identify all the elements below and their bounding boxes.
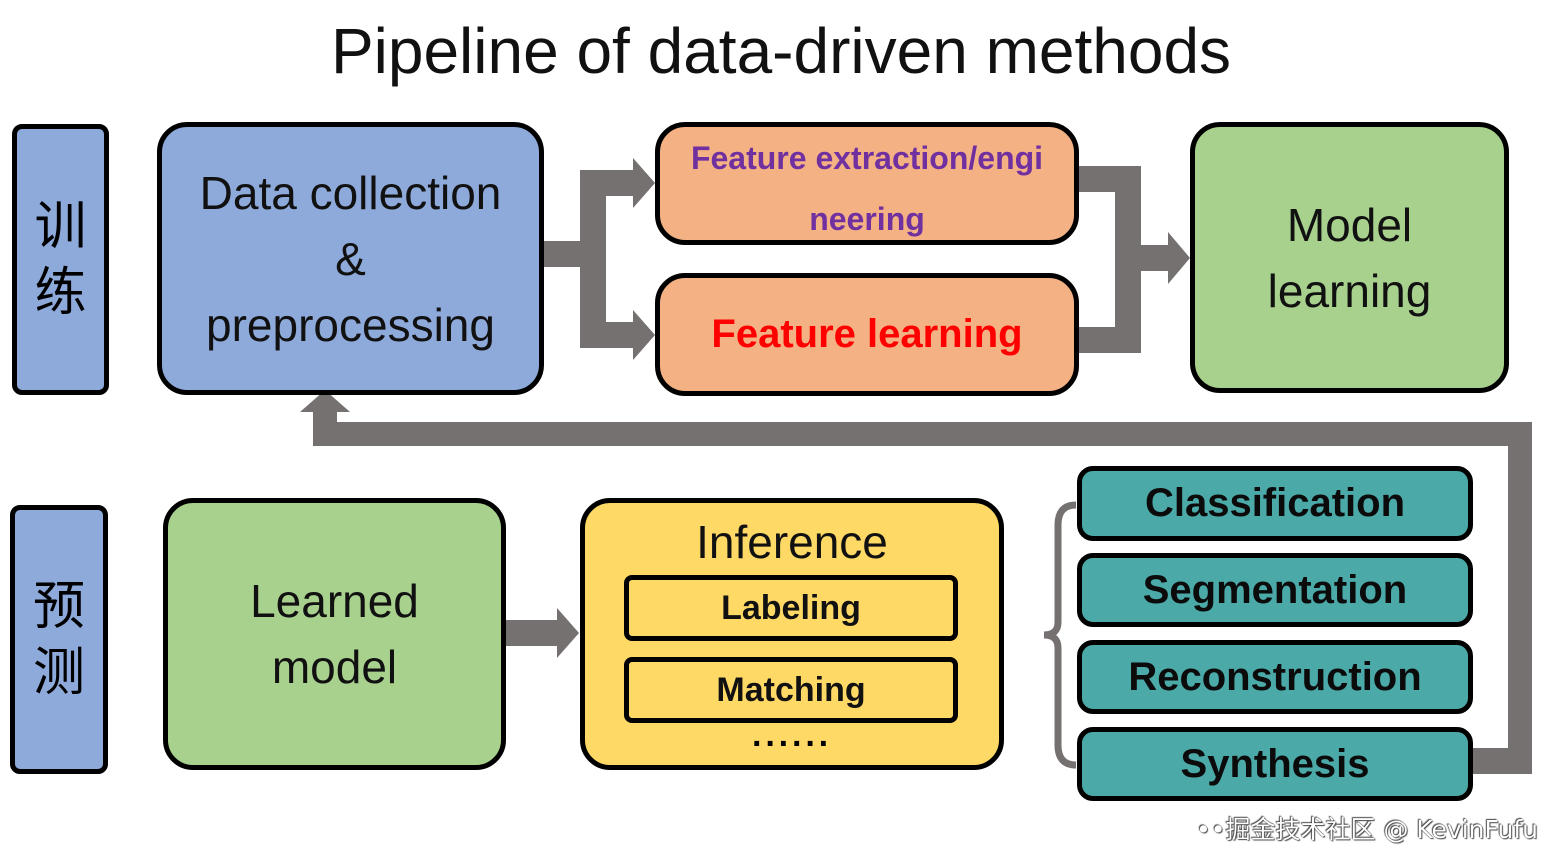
matching-box: Matching	[624, 657, 958, 723]
learned-model-label: Learned model	[250, 575, 419, 693]
task-label: Classification	[1144, 481, 1406, 525]
feature-extraction-box: Feature extraction/engineering	[655, 122, 1079, 245]
task-synthesis: Synthesis	[1077, 727, 1473, 801]
arrowhead-to-feature-extraction	[633, 158, 655, 208]
arrow-shaft-bottom	[580, 322, 635, 348]
feature-extraction-label: Feature extraction/engineering	[690, 139, 1044, 237]
page-title: Pipeline of data-driven methods	[330, 15, 1232, 87]
task-label: Synthesis	[1180, 741, 1370, 786]
testing-label-box: 预测	[10, 505, 108, 774]
arrow-feedback-vertical	[1508, 422, 1532, 774]
arrow-feedback-horizontal	[313, 422, 1532, 446]
testing-label: 预测	[32, 576, 85, 703]
watermark: ••掘金技术社区 @ KevinFufu	[1196, 815, 1539, 844]
model-learning-label: Model learning	[1267, 198, 1432, 317]
task-label: Reconstruction	[1128, 654, 1422, 699]
arrowhead-to-feature-learning	[633, 310, 655, 360]
data-collection-box: Data collection & preprocessing	[157, 122, 544, 395]
arrowhead-to-model-learning	[1168, 232, 1190, 284]
data-collection-label: Data collection & preprocessing	[199, 166, 502, 351]
arrow-learned-to-inference	[503, 620, 559, 646]
brace	[1043, 501, 1077, 769]
feature-learning-box: Feature learning	[655, 273, 1079, 396]
model-learning-box: Model learning	[1190, 122, 1509, 393]
more-items-ellipsis: ······	[752, 725, 832, 763]
training-label-box: 训练	[12, 124, 109, 395]
arrowhead-to-inference	[557, 608, 579, 658]
arrow-split-vertical	[580, 170, 606, 348]
arrowhead-to-data-collection	[300, 390, 350, 412]
feature-learning-label: Feature learning	[711, 312, 1023, 356]
labeling-box: Labeling	[624, 575, 958, 641]
task-classification: Classification	[1077, 466, 1473, 541]
task-reconstruction: Reconstruction	[1077, 640, 1473, 714]
matching-label: Matching	[716, 670, 866, 709]
inference-title: Inference	[696, 516, 888, 568]
task-label: Segmentation	[1142, 567, 1408, 612]
training-label: 训练	[34, 196, 87, 323]
arrow-feedback-up	[313, 410, 337, 446]
task-segmentation: Segmentation	[1077, 553, 1473, 627]
learned-model-box: Learned model	[163, 498, 506, 770]
arrow-shaft-top	[580, 170, 635, 196]
inference-box: Inference Labeling Matching ······	[580, 498, 1004, 770]
labeling-label: Labeling	[721, 588, 861, 627]
arrow-merge-shaft	[1115, 245, 1170, 271]
